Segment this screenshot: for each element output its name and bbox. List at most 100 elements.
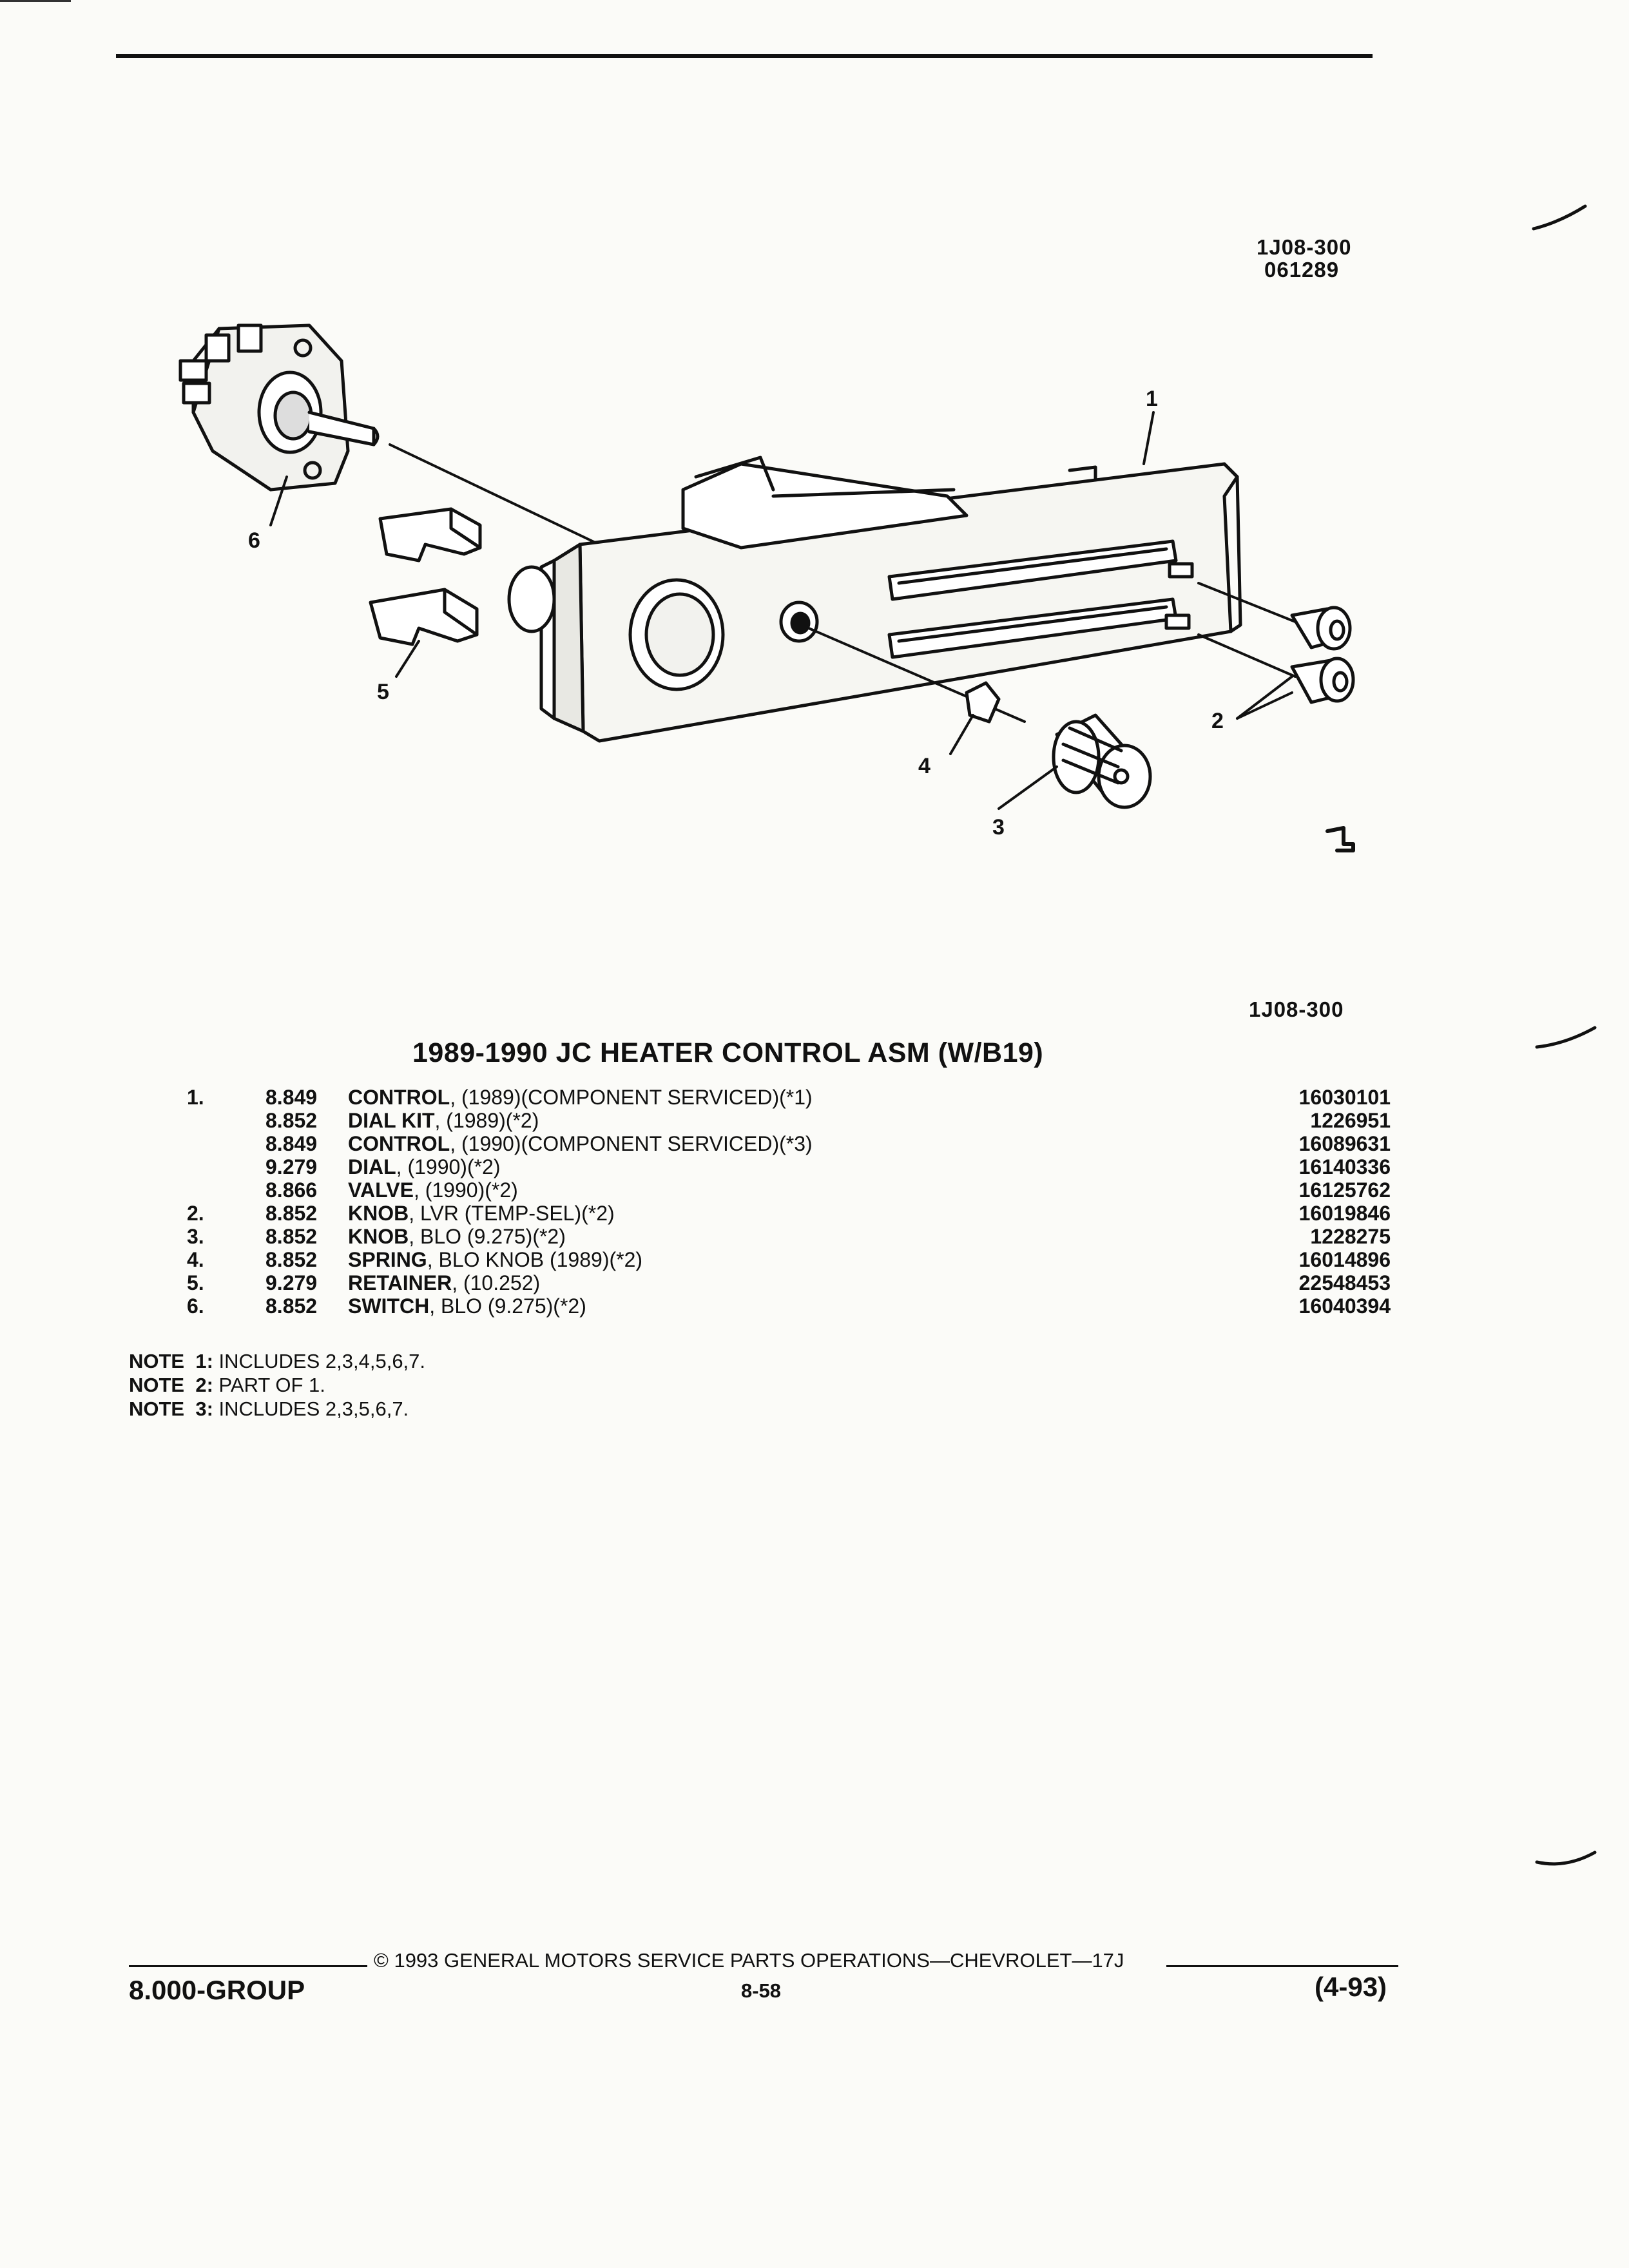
lever-knob-part-lower — [1290, 657, 1355, 704]
part-description: KNOB, BLO (9.275)(*2) — [348, 1225, 566, 1249]
footer-group: 8.000-GROUP — [129, 1975, 305, 2005]
note-text: INCLUDES 2,3,4,5,6,7. — [218, 1350, 426, 1372]
footer-page-number: 8-58 — [741, 1979, 782, 2002]
heater-control-housing — [507, 456, 1242, 743]
note-text: PART OF 1. — [218, 1374, 325, 1396]
callout-3: 3 — [992, 815, 1005, 840]
callout-5: 5 — [377, 680, 389, 704]
part-description: DIAL, (1990)(*2) — [348, 1155, 501, 1179]
group-code: 8.849 — [265, 1132, 318, 1155]
parts-row: 8.852 DIAL KIT, (1989)(*2) 1226951 — [0, 1109, 1629, 1132]
group-code: 9.279 — [265, 1155, 318, 1178]
parts-row: 5. 9.279 RETAINER, (10.252) 22548453 — [0, 1271, 1629, 1294]
parts-row: 1. 8.849 CONTROL, (1989)(COMPONENT SERVI… — [0, 1086, 1629, 1109]
part-description: RETAINER, (10.252) — [348, 1271, 540, 1295]
part-number: 1226951 — [1310, 1109, 1391, 1132]
part-number: 16030101 — [1298, 1086, 1391, 1109]
part-number: 1228275 — [1310, 1225, 1391, 1248]
margin-mark — [1535, 1026, 1597, 1049]
parts-row: 9.279 DIAL, (1990)(*2) 16140336 — [0, 1155, 1629, 1178]
part-name: SWITCH — [348, 1294, 430, 1318]
parts-row: 4. 8.852 SPRING, BLO KNOB (1989)(*2) 160… — [0, 1248, 1629, 1271]
parts-row: 8.866 VALVE, (1990)(*2) 16125762 — [0, 1178, 1629, 1202]
note-3: NOTE 3: INCLUDES 2,3,5,6,7. — [129, 1398, 409, 1421]
group-code: 8.852 — [265, 1109, 318, 1132]
parts-row: 6. 8.852 SWITCH, BLO (9.275)(*2) 1604039… — [0, 1294, 1629, 1318]
group-code: 8.866 — [265, 1178, 318, 1202]
footer-rule-right — [1166, 1965, 1398, 1967]
callout-4: 4 — [918, 754, 930, 778]
item-number: 1. — [187, 1086, 204, 1109]
note-text: INCLUDES 2,3,5,6,7. — [218, 1398, 409, 1420]
lever-knob-part-upper — [1290, 606, 1352, 651]
parts-row: 8.849 CONTROL, (1990)(COMPONENT SERVICED… — [0, 1132, 1629, 1155]
note-1: NOTE 1: INCLUDES 2,3,4,5,6,7. — [129, 1350, 425, 1373]
illustration-code: 1J08-300 — [1257, 235, 1352, 259]
part-name: CONTROL — [348, 1086, 450, 1109]
part-detail: , (1990)(*2) — [413, 1178, 518, 1202]
part-number: 16125762 — [1298, 1178, 1391, 1202]
part-description: CONTROL, (1989)(COMPONENT SERVICED)(*1) — [348, 1086, 813, 1110]
group-code: 8.852 — [265, 1248, 318, 1271]
part-detail: , (1989)(COMPONENT SERVICED)(*1) — [450, 1086, 813, 1109]
margin-mark — [1532, 204, 1587, 231]
footer-rule-left — [129, 1965, 367, 1967]
item-number: 6. — [187, 1294, 204, 1318]
corner-mark — [0, 0, 71, 2]
note-label: NOTE 1: — [129, 1350, 213, 1372]
item-number: 2. — [187, 1202, 204, 1225]
retainer-part-lower — [369, 588, 479, 646]
part-number: 22548453 — [1298, 1271, 1391, 1294]
part-name: VALVE — [348, 1178, 414, 1202]
footer-copyright: © 1993 GENERAL MOTORS SERVICE PARTS OPER… — [374, 1949, 1124, 1972]
margin-mark — [1535, 1850, 1597, 1866]
part-name: DIAL KIT — [348, 1109, 435, 1132]
group-code: 8.849 — [265, 1086, 318, 1109]
group-code: 9.279 — [265, 1271, 318, 1294]
item-number: 3. — [187, 1225, 204, 1248]
part-name: CONTROL — [348, 1132, 450, 1155]
part-description: SWITCH, BLO (9.275)(*2) — [348, 1294, 586, 1318]
part-number: 16040394 — [1298, 1294, 1391, 1318]
part-detail: , (10.252) — [452, 1271, 541, 1294]
part-detail: , BLO (9.275)(*2) — [429, 1294, 586, 1318]
group-code: 8.852 — [265, 1294, 318, 1318]
part-description: CONTROL, (1990)(COMPONENT SERVICED)(*3) — [348, 1132, 813, 1156]
part-detail: , LVR (TEMP-SEL)(*2) — [409, 1202, 615, 1225]
part-description: VALVE, (1990)(*2) — [348, 1178, 518, 1202]
callout-6: 6 — [248, 528, 260, 553]
group-code: 8.852 — [265, 1225, 318, 1248]
part-number: 16014896 — [1298, 1248, 1391, 1271]
footer-revision-date: (4-93) — [1315, 1972, 1387, 2002]
top-rule — [116, 54, 1373, 58]
item-number: 5. — [187, 1271, 204, 1294]
part-number: 16019846 — [1298, 1202, 1391, 1225]
blower-switch-part — [178, 323, 380, 492]
part-number: 16140336 — [1298, 1155, 1391, 1178]
parts-row: 3. 8.852 KNOB, BLO (9.275)(*2) 1228275 — [0, 1225, 1629, 1248]
illustration-date-code: 061289 — [1264, 258, 1340, 282]
part-name: DIAL — [348, 1155, 396, 1178]
group-code: 8.852 — [265, 1202, 318, 1225]
callout-2: 2 — [1211, 709, 1224, 733]
part-detail: , (1990)(*2) — [396, 1155, 501, 1178]
blower-knob-part — [1052, 713, 1152, 809]
part-description: KNOB, LVR (TEMP-SEL)(*2) — [348, 1202, 615, 1225]
part-detail: , BLO KNOB (1989)(*2) — [427, 1248, 643, 1271]
item-number: 4. — [187, 1248, 204, 1271]
part-description: SPRING, BLO KNOB (1989)(*2) — [348, 1248, 642, 1272]
exploded-view-diagram: 1 2 3 4 5 6 — [178, 204, 1587, 852]
part-detail: , (1990)(COMPONENT SERVICED)(*3) — [450, 1132, 813, 1155]
note-label: NOTE 3: — [129, 1398, 213, 1420]
parts-list-title: 1989-1990 JC HEATER CONTROL ASM (W/B19) — [412, 1037, 1044, 1068]
part-name: RETAINER — [348, 1271, 452, 1294]
parts-list-code: 1J08-300 — [1249, 997, 1344, 1021]
part-name: KNOB — [348, 1225, 409, 1248]
part-number: 16089631 — [1298, 1132, 1391, 1155]
parts-row: 2. 8.852 KNOB, LVR (TEMP-SEL)(*2) 160198… — [0, 1202, 1629, 1225]
part-name: KNOB — [348, 1202, 409, 1225]
part-description: DIAL KIT, (1989)(*2) — [348, 1109, 539, 1133]
part-detail: , BLO (9.275)(*2) — [409, 1225, 566, 1248]
callout-1: 1 — [1146, 387, 1158, 411]
part-detail: , (1989)(*2) — [434, 1109, 539, 1132]
